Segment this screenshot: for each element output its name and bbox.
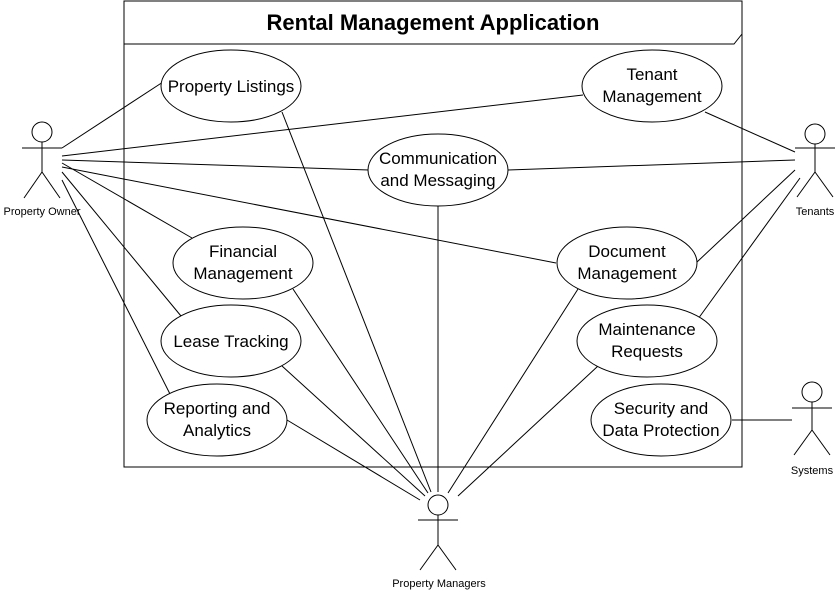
assoc-owner-reporting: [61, 179, 171, 395]
use-case-label: Property Listings: [168, 77, 295, 96]
assoc-managers-property-listings: [281, 111, 432, 493]
assoc-managers-reporting: [286, 419, 421, 501]
assoc-managers-maintenance: [457, 365, 599, 497]
actor-label-property-owner: Property Owner: [3, 206, 80, 218]
use-case-label: Security and: [614, 399, 709, 418]
use-case-label: Management: [602, 87, 702, 106]
use-case-label: Management: [193, 264, 293, 283]
assoc-owner-property-listings: [61, 81, 164, 149]
use-case-label: Requests: [611, 342, 683, 361]
assoc-owner-tenant-management: [61, 94, 584, 157]
actor-systems[interactable]: [792, 381, 832, 456]
use-case-label: Lease Tracking: [173, 332, 288, 351]
use-case-label: Financial: [209, 242, 277, 261]
assoc-owner-communication: [61, 159, 370, 171]
use-case-label: Reporting and: [164, 399, 271, 418]
assoc-tenants-communication: [507, 159, 796, 171]
actor-property-owner[interactable]: [22, 121, 62, 199]
use-case-label: Data Protection: [602, 421, 719, 440]
actor-label-systems: Systems: [791, 465, 834, 477]
stick-figure-icon: [801, 381, 823, 403]
use-case-maintenance-requests[interactable]: Maintenance Requests: [576, 304, 718, 378]
stick-figure-icon: [804, 123, 826, 145]
use-case-communication-messaging[interactable]: Communication and Messaging: [367, 133, 509, 207]
actor-label-tenants: Tenants: [796, 206, 835, 218]
actor-tenants[interactable]: [795, 123, 835, 198]
use-case-label: and Messaging: [380, 171, 495, 190]
use-case-label: Tenant: [626, 65, 677, 84]
assoc-managers-lease: [281, 365, 426, 497]
assoc-owner-lease: [61, 171, 182, 317]
actor-property-managers[interactable]: [418, 494, 458, 571]
use-case-label: Document: [588, 242, 666, 261]
use-case-label: Management: [577, 264, 677, 283]
assoc-managers-document: [447, 288, 579, 494]
assoc-tenants-document: [696, 169, 796, 263]
use-case-document-management[interactable]: Document Management: [556, 226, 698, 300]
assoc-owner-document: [61, 166, 557, 264]
stick-figure-icon: [427, 494, 449, 516]
use-case-reporting-analytics[interactable]: Reporting and Analytics: [146, 383, 288, 457]
use-case-tenant-management[interactable]: Tenant Management: [581, 49, 723, 123]
stick-figure-icon: [31, 121, 53, 143]
actor-label-property-managers: Property Managers: [392, 578, 486, 590]
assoc-tenants-tenant-management: [704, 111, 796, 153]
use-case-label: Communication: [379, 149, 497, 168]
use-case-property-listings[interactable]: Property Listings: [160, 49, 302, 123]
use-case-financial-management[interactable]: Financial Management: [172, 226, 314, 300]
use-case-label: Maintenance: [598, 320, 695, 339]
use-case-label: Analytics: [183, 421, 251, 440]
assoc-owner-financial: [61, 162, 193, 239]
system-boundary: Rental Management Application: [123, 0, 743, 468]
assoc-managers-financial: [292, 288, 429, 494]
assoc-tenants-maintenance: [697, 177, 801, 320]
system-title: Rental Management Application: [267, 10, 600, 35]
use-case-lease-tracking[interactable]: Lease Tracking: [160, 304, 302, 378]
use-case-security-data-protection[interactable]: Security and Data Protection: [590, 383, 732, 457]
